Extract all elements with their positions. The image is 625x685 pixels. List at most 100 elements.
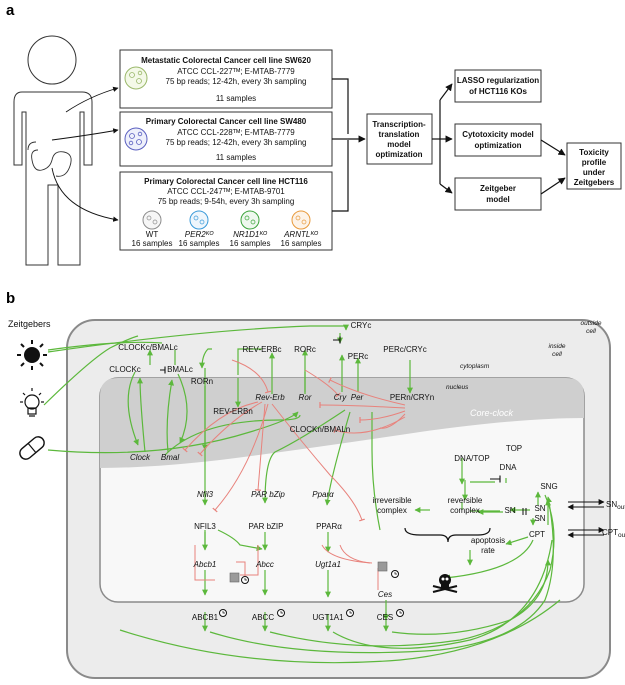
gene-abcb1: Abcb1 [193,560,217,569]
protein-abcc: ABCC [252,613,274,622]
irreversible-line-1: irreversible [372,496,412,505]
cytoplasm-label: cytoplasm [460,363,490,370]
inhibition-arrows [182,359,406,590]
inhibitor-node-ces [377,561,388,572]
toxicity-line-4: Zeitgebers [574,178,615,187]
sw620-reads: 75 bp reads; 12-42h, every 3h sampling [166,77,307,86]
tt-model-line-1: Transcription- [372,120,426,129]
node-nfil3: NFIL3 [194,522,216,531]
cell-line-box-hct116: Primary Colorectal Cancer cell line HCT1… [119,171,333,251]
sw620-id: ATCC CCL-227ᵀᴹ; E-MTAB-7779 [177,67,295,76]
outside-cell-label-2: cell [586,328,596,335]
node-cpt: CPT [529,530,545,539]
variant-per2-samples: 16 samples [179,239,220,248]
gene-nfil3: Nfil3 [197,490,214,499]
gene-par-bzip: PAR bZip [251,490,285,499]
panel-a-label: a [6,2,15,19]
node-dna: DNA [500,463,518,472]
variant-arntl-name: ARNTLᴷᴼ [283,230,319,239]
node-clock-bmal-n: CLOCKn/BMALn [290,425,350,434]
node-sng: SNG [540,482,557,491]
node-rorn: RORn [191,377,213,386]
toxicity-line-3: under [583,168,605,177]
arrow-zeitgeber-to-toxicity [540,177,566,195]
gene-clock: Clock [130,453,151,462]
node-par-bzip: PAR bZIP [249,522,284,531]
sw620-dish-icon [124,66,148,90]
gene-abcc: Abcc [255,560,274,569]
variant-wt: WT 16 samples [132,210,173,248]
node-bmalc: BMALc [167,365,193,374]
clock-glyphs [219,570,404,617]
cytotox-line-1: Cytotoxicity model [462,130,534,139]
complex-brace [404,527,491,543]
core-clock-region [100,378,584,468]
zeitgeber-line-1: Zeitgeber [480,184,516,193]
protein-ces: CES [377,613,393,622]
node-per-cry-n: PERn/CRYn [390,393,434,402]
sw620-title: Metastatic Colorectal Cancer cell line S… [141,56,311,65]
sw480-title: Primary Colorectal Cancer cell line SW48… [146,117,307,126]
hct116-id: ATCC CCL-247ᵀᴹ; E-MTAB-9701 [167,187,285,196]
sw480-id: ATCC CCL-228ᵀᴹ; E-MTAB-7779 [177,128,295,137]
apoptosis-line-1: apoptosis [471,536,505,545]
human-silhouette-icon [13,35,93,266]
inside-cell-label-2: cell [552,351,562,358]
hct116-reads: 75 bp reads; 9-54h, every 3h sampling [158,197,295,206]
link-to-sw620 [65,86,119,113]
variant-arntl-samples: 16 samples [281,239,322,248]
lasso-line-2: of HCT116 KOs [469,87,527,96]
node-rev-erbc: REV-ERBc [242,345,281,354]
lasso-line-1: LASSO regularization [457,76,539,85]
gene-ces: Ces [378,590,392,599]
tt-model-line-3: model [387,140,411,149]
variant-wt-name: WT [146,230,159,239]
tt-model-line-4: optimization [375,150,422,159]
zeitgeber-line-2: model [486,195,510,204]
cell-line-merge-arrows [332,78,366,212]
toxicity-profile-box: Toxicity profile under Zeitgebers [566,142,622,190]
zeitgeber-model-box: Zeitgeber model [454,177,542,211]
link-to-hct116 [51,167,119,222]
tt-model-out-arrows [432,83,453,194]
outside-cell-label-1: outside [581,320,602,327]
reversible-line-2: complex [450,506,480,515]
external-sn: SNout [606,500,625,511]
zeitgebers-label: Zeitgebers [8,319,51,329]
node-dna-top: DNA/TOP [454,454,489,463]
variant-per2: PER2ᴷᴼ 16 samples [179,210,220,248]
network-labels: CLOCKc/BMALc CLOCKc BMALc REV-ERBc RORc … [109,321,625,622]
sw480-dish-icon [124,127,148,151]
arrow-cytotox-to-toxicity [540,139,566,156]
node-top: TOP [506,444,522,453]
lasso-box: LASSO regularization of HCT116 KOs [454,69,542,103]
protein-abcb1: ABCB1 [192,613,219,622]
variant-wt-samples: 16 samples [132,239,173,248]
irreversible-line-2: complex [377,506,407,515]
sw620-samples: 11 samples [216,94,256,103]
sw480-samples: 11 samples [216,153,256,162]
external-cpt: CPTout [602,528,625,539]
gene-ror: Ror [299,393,312,402]
node-clock-bmal-c: CLOCKc/BMALc [118,343,178,352]
skull-icon [432,574,458,593]
gene-rev-erb: Rev-Erb [255,393,285,402]
link-to-sw480 [51,128,119,141]
inside-cell-label-1: inside [549,343,566,350]
variant-nr1d1-name: NR1D1ᴷᴼ [233,230,268,239]
reversible-line-1: reversible [448,496,483,505]
pill-icon [19,436,45,460]
panel-b-label: b [6,290,15,307]
node-ppara: PPARα [316,522,342,531]
variant-nr1d1: NR1D1ᴷᴼ 16 samples [230,210,270,248]
gene-bmal: Bmal [161,453,179,462]
sun-icon [17,340,47,370]
node-perc: PERc [348,352,368,361]
cytotox-line-2: optimization [474,141,521,150]
gene-per: Per [351,393,364,402]
apoptosis-line-2: rate [481,546,495,555]
node-per-cry-c: PERc/CRYc [383,345,426,354]
gene-ppara: Pparα [312,490,334,499]
variant-per2-name: PER2ᴷᴼ [185,230,214,239]
